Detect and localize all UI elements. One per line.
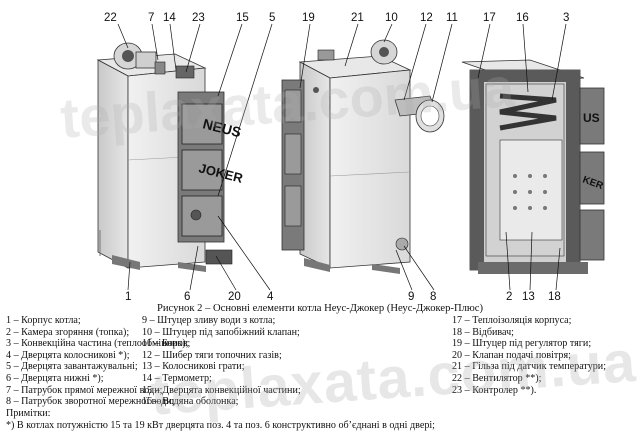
boiler-drawing: NEUS JOKER (96, 12, 605, 300)
notes-title: Примітки: (6, 408, 51, 419)
callout-4: 4 (267, 291, 274, 300)
figure-caption: Рисунок 2 – Основні елементи котла Неус-… (156, 303, 484, 314)
callout-9: 9 (408, 291, 414, 300)
callout-17: 17 (483, 12, 496, 24)
callout-20: 20 (228, 291, 241, 300)
legend-item: 8 – Патрубок зворотної мережної води; (6, 396, 175, 408)
legend-column-2: 9 – Штуцер зливу води з котла; 10 – Штуц… (142, 315, 452, 408)
callout-numbers: 22 7 14 23 15 5 19 21 10 12 11 17 16 3 1… (104, 12, 569, 300)
callout-18: 18 (548, 291, 561, 300)
us-logo-cutaway: US (583, 111, 600, 125)
callout-6: 6 (184, 291, 190, 300)
legend-item: 14 – Термометр; (142, 372, 212, 384)
legend-item: 15 – Дверцята конвекційної частини; (142, 384, 301, 396)
legend-item: 10 – Штуцер під запобіжний клапан; (142, 326, 300, 338)
callout-5: 5 (269, 12, 275, 24)
legend-item: 5 – Дверцята завантажувальні; (6, 361, 138, 373)
legend-item: 17 – Теплоізоляція корпуса; (452, 315, 572, 326)
legend-item: 20 – Клапан подачі повітря; (452, 349, 571, 361)
boiler-figure: NEUS JOKER (96, 12, 605, 300)
boiler-rear-view (281, 39, 445, 274)
legend-item: 11 – Боров; (142, 338, 191, 350)
legend-item: 6 – Дверцята нижні *); (6, 372, 104, 384)
flue-icon (394, 95, 445, 133)
callout-10: 10 (385, 12, 398, 24)
callout-7: 7 (148, 12, 154, 24)
legend-item: 9 – Штуцер зливу води з котла; (142, 315, 276, 326)
callout-15: 15 (236, 12, 249, 24)
notes: Примітки: *) В котлах потужністю 15 та 1… (6, 408, 638, 432)
fan-icon (113, 42, 157, 70)
callout-3: 3 (563, 12, 569, 24)
leader-lines (117, 23, 567, 291)
legend-item: 18 – Відбивач; (452, 326, 514, 338)
legend-item: 19 – Штуцер під регулятор тяги; (452, 338, 592, 350)
callout-16: 16 (516, 12, 529, 24)
callout-14: 14 (163, 12, 176, 24)
callout-23: 23 (192, 12, 205, 24)
legend-item: 21 – Гільза під датчик температури; (452, 361, 606, 373)
legend-item: 16 – Водяна оболонка; (142, 396, 239, 408)
callout-13: 13 (522, 291, 535, 300)
callout-22: 22 (104, 12, 117, 24)
legend-item: 23 – Контролер **). (452, 384, 537, 396)
callout-19: 19 (302, 12, 315, 24)
callout-12: 12 (420, 12, 433, 24)
legend-item: 4 – Дверцята колосникові *); (6, 349, 130, 361)
callout-8: 8 (430, 291, 436, 300)
callout-11: 11 (446, 12, 458, 24)
boiler-front-view: NEUS JOKER (96, 42, 245, 272)
legend-item: 3 – Конвекційна частина (теплообмінник); (6, 338, 189, 350)
legend-column-3: 17 – Теплоізоляція корпуса; 18 – Відбива… (452, 315, 640, 396)
legend-item: 13 – Колосникові грати; (142, 361, 245, 373)
legend-item: 22 – Вентилятор **); (452, 372, 542, 384)
boiler-cutaway-view: US KER (461, 59, 605, 274)
callout-21: 21 (351, 12, 364, 24)
notes-line-1: *) В котлах потужністю 15 та 19 кВт двер… (6, 420, 435, 431)
legend-item: 7 – Патрубок прямої мережної води; (6, 384, 163, 396)
legend-item: 1 – Корпус котла; (6, 315, 81, 326)
callout-1: 1 (125, 291, 131, 300)
callout-2: 2 (506, 291, 512, 300)
legend-column-1: 1 – Корпус котла; 2 – Камера згоряння (т… (6, 315, 189, 408)
fan-rear-icon (370, 39, 398, 65)
legend-item: 12 – Шибер тяги топочних газів; (142, 349, 282, 361)
legend-item: 2 – Камера згоряння (топка); (6, 326, 130, 338)
